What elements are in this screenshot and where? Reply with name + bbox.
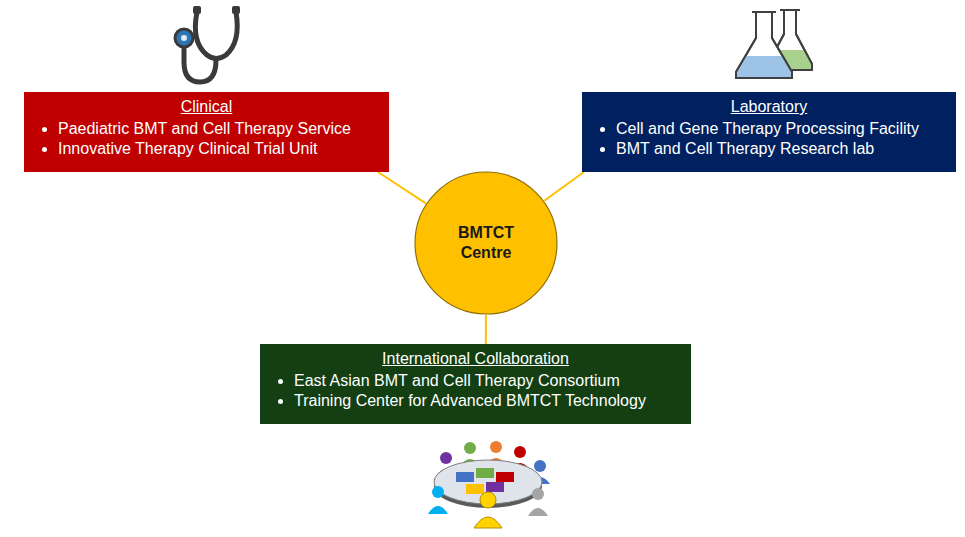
flask-outline [736,12,792,78]
box-heading: International Collaboration [272,349,679,369]
puzzle-piece [486,482,504,492]
person-head [514,446,526,458]
person-head [464,442,476,454]
stethoscope-tube [195,12,237,59]
stethoscope-chestpiece [175,29,193,47]
clinical-box: ClinicalPaediatric BMT and Cell Therapy … [24,92,389,172]
puzzle-piece [466,484,484,494]
person-body [474,517,502,528]
flask-rim [780,9,800,11]
puzzle-piece [456,472,474,482]
person-body [428,506,448,514]
bullet-item: Cell and Gene Therapy Processing Facilit… [594,119,944,139]
bullet-item: Paediatric BMT and Cell Therapy Service [36,119,377,139]
meeting-illustration [428,441,550,528]
box-heading: Laboratory [594,97,944,117]
person-head [432,486,444,498]
person-head [532,488,544,500]
box-heading: Clinical [36,97,377,117]
flask-outline [736,12,792,78]
centre-label: BMTCT Centre [438,223,534,263]
bullet-item: BMT and Cell Therapy Research lab [594,139,944,159]
person-head [480,492,496,508]
laboratory-box: LaboratoryCell and Gene Therapy Processi… [582,92,956,172]
centre-circle: BMTCT Centre [414,171,558,315]
circle-shape [415,172,557,314]
person-body [528,508,548,516]
person-head [490,441,502,453]
stethoscope-chestpiece [181,35,187,41]
connector-line [378,172,426,203]
person-head [440,452,452,464]
connector-line [485,315,487,344]
flask-rim [752,11,776,13]
circle-outline [414,171,558,315]
bullet-item: Innovative Therapy Clinical Trial Unit [36,139,377,159]
collaboration-box: International CollaborationEast Asian BM… [260,344,691,424]
person-head [534,460,546,472]
stethoscope-tube [184,46,216,82]
bullet-item: Training Center for Advanced BMTCT Techn… [272,391,679,411]
stethoscope-icon [175,6,240,82]
flasks-icon [736,10,812,78]
connector-line [544,172,584,201]
puzzle-piece [476,468,494,478]
puzzle-piece [496,472,514,482]
stethoscope-earpiece [193,6,201,14]
bullet-item: East Asian BMT and Cell Therapy Consorti… [272,371,679,391]
stethoscope-earpiece [232,6,240,14]
